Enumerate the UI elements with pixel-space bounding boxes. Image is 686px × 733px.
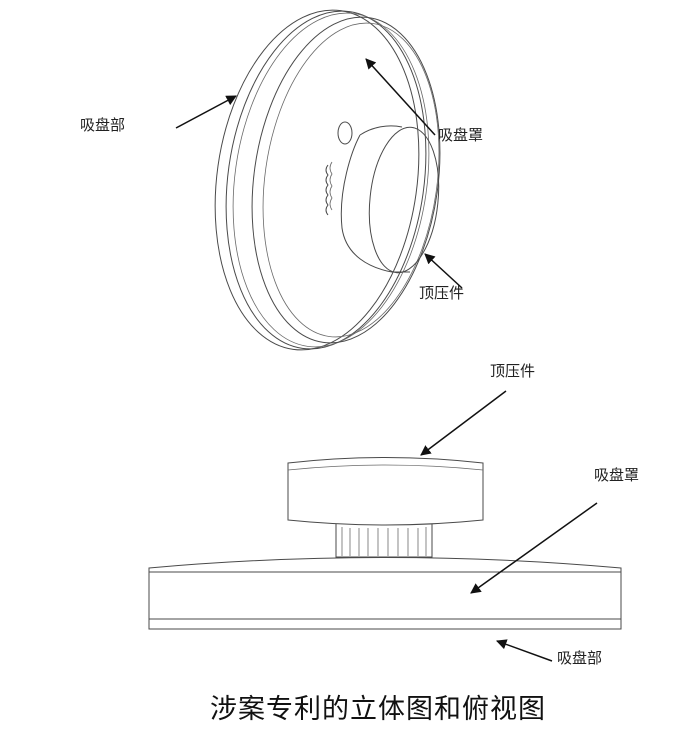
suction-cup-disc	[214, 9, 441, 351]
label-top-press-piece: 顶压件	[419, 284, 464, 302]
side-base	[148, 557, 622, 630]
side-view	[148, 457, 622, 630]
arrow-bottom-suction-cover	[470, 502, 598, 594]
arrow-top-suction-part	[175, 95, 237, 129]
press-knob	[340, 125, 440, 274]
side-press-knob	[287, 457, 484, 526]
arrow-bottom-press-piece	[420, 390, 507, 456]
side-gear	[335, 524, 433, 558]
arrow-bottom-suction-part	[496, 639, 553, 662]
label-top-suction-part: 吸盘部	[80, 116, 125, 134]
cover-hole	[337, 121, 353, 145]
label-bottom-press-piece: 顶压件	[490, 362, 535, 380]
label-bottom-suction-part: 吸盘部	[557, 649, 602, 667]
figure-caption: 涉案专利的立体图和俯视图	[210, 694, 546, 725]
perspective-view	[214, 9, 441, 351]
label-top-suction-cover: 吸盘罩	[438, 126, 483, 144]
gear-teeth	[325, 161, 333, 216]
arrow-top-press-piece	[424, 253, 463, 289]
arrow-top-suction-cover	[365, 58, 436, 136]
label-bottom-suction-cover: 吸盘罩	[594, 466, 639, 484]
